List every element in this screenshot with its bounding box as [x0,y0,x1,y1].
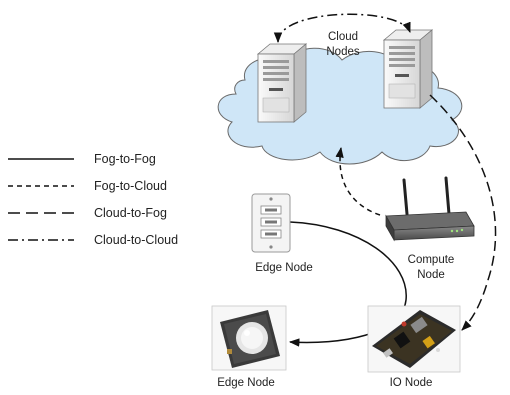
fog-to-cloud-connector [335,146,381,216]
edge-node-bottom-label: Edge Node [217,377,275,389]
cloud-label-line1: Cloud [328,31,358,43]
circuit-board-icon [367,305,461,373]
legend-item-cloud-to-cloud: Cloud-to-Cloud [94,233,178,247]
server-icon [256,43,308,123]
edge-node-top-label: Edge Node [255,262,313,274]
camera-sensor-icon [211,305,287,371]
cloud-to-cloud-connector [273,13,411,44]
cloud-label-line2: Nodes [326,46,359,58]
light-switch-icon [251,193,291,253]
legend-item-fog-to-fog: Fog-to-Fog [94,152,156,166]
io-node-label: IO Node [390,377,433,389]
server-icon [382,29,434,109]
legend-item-fog-to-cloud: Fog-to-Cloud [94,179,167,193]
legend: Fog-to-Fog Fog-to-Cloud Cloud-to-Fog Clo… [8,152,178,247]
fog-to-fog-connector [288,221,407,347]
compute-node-label-line1: Compute [408,254,455,266]
legend-item-cloud-to-fog: Cloud-to-Fog [94,206,167,220]
cloud-to-fog-connector [429,94,497,331]
compute-node-label-line2: Node [417,269,445,281]
router-icon [385,176,475,242]
